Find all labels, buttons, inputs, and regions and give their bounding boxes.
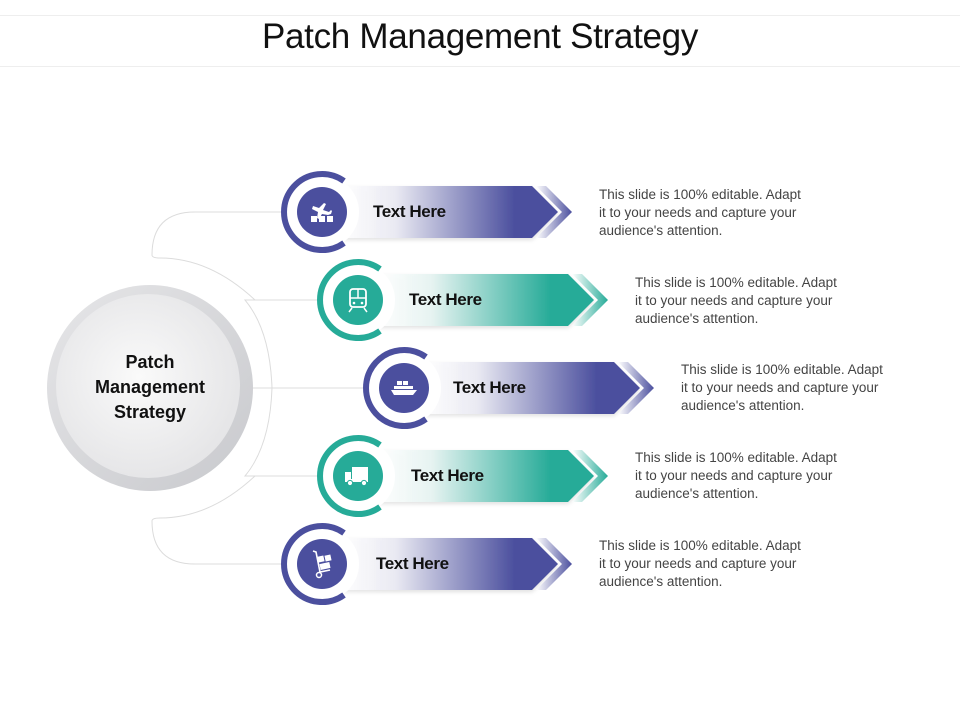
step-5-description: This slide is 100% editable. Adapt it to… — [599, 537, 829, 591]
desc-line: This slide is 100% editable. Adapt — [635, 450, 837, 465]
step-2-label: Text Here — [409, 290, 482, 309]
step-4-outer-ring — [317, 435, 382, 517]
desc-line: This slide is 100% editable. Adapt — [599, 187, 801, 202]
step-3-description: This slide is 100% editable. Adapt it to… — [681, 361, 911, 415]
step-1-outer-ring — [281, 171, 346, 253]
desc-line: it to your needs and capture your — [599, 205, 797, 220]
step-2-description: This slide is 100% editable. Adapt it to… — [635, 274, 865, 328]
step-3-label: Text Here — [453, 378, 526, 397]
desc-line: audience's attention. — [599, 223, 723, 238]
step-4-chevron-tip — [572, 450, 608, 502]
connectors — [151, 211, 372, 565]
hub-circle — [47, 285, 253, 491]
step-2-chevron-tip — [572, 274, 608, 326]
desc-line: it to your needs and capture your — [635, 293, 833, 308]
title-band — [0, 15, 960, 67]
step-5-chevron-tip — [536, 538, 572, 590]
step-2-banner — [378, 274, 594, 326]
hub-label-line-1: Patch — [125, 352, 175, 372]
airplane-cargo-icon — [311, 203, 333, 222]
desc-line: This slide is 100% editable. Adapt — [635, 275, 837, 290]
connector-2 — [243, 299, 325, 389]
desc-line: audience's attention. — [635, 486, 759, 501]
desc-line: This slide is 100% editable. Adapt — [599, 538, 801, 553]
desc-line: it to your needs and capture your — [635, 468, 833, 483]
desc-line: audience's attention. — [681, 398, 805, 413]
cargo-ship-icon — [391, 381, 417, 395]
slide-title: Patch Management Strategy — [261, 17, 699, 56]
step-3-outer-ring — [363, 347, 428, 429]
step-4-label: Text Here — [411, 466, 484, 485]
desc-line: it to your needs and capture your — [599, 556, 797, 571]
step-5-outer-ring — [281, 523, 346, 605]
step-5-banner — [342, 538, 558, 590]
train-icon — [348, 288, 368, 313]
step-2-icon-circle — [333, 275, 383, 325]
step-3-chevron-tip — [618, 362, 654, 414]
step-4-banner — [378, 450, 594, 502]
step-1-label: Text Here — [373, 202, 446, 221]
step-5 — [281, 523, 572, 605]
connector-4 — [243, 387, 325, 477]
step-4 — [317, 435, 608, 517]
desc-line: it to your needs and capture your — [681, 380, 879, 395]
hub-label: Patch Management Strategy — [60, 350, 240, 425]
step-2 — [317, 259, 608, 341]
step-1-chevron-tip — [536, 186, 572, 238]
connector-5 — [151, 475, 290, 565]
connector-1 — [151, 211, 290, 301]
step-1-banner — [342, 186, 558, 238]
step-5-label: Text Here — [376, 554, 449, 573]
desc-line: This slide is 100% editable. Adapt — [681, 362, 883, 377]
step-1 — [281, 171, 572, 253]
step-3-banner — [424, 362, 640, 414]
hand-truck-boxes-icon — [312, 550, 332, 579]
desc-line: audience's attention. — [635, 311, 759, 326]
desc-line: audience's attention. — [599, 574, 723, 589]
delivery-truck-icon — [345, 467, 368, 487]
step-2-outer-ring — [317, 259, 382, 341]
hub-label-line-3: Strategy — [113, 402, 187, 422]
step-1-description: This slide is 100% editable. Adapt it to… — [599, 186, 829, 240]
step-3 — [363, 347, 654, 429]
step-4-description: This slide is 100% editable. Adapt it to… — [635, 449, 865, 503]
hub-label-line-2: Management — [94, 377, 206, 397]
